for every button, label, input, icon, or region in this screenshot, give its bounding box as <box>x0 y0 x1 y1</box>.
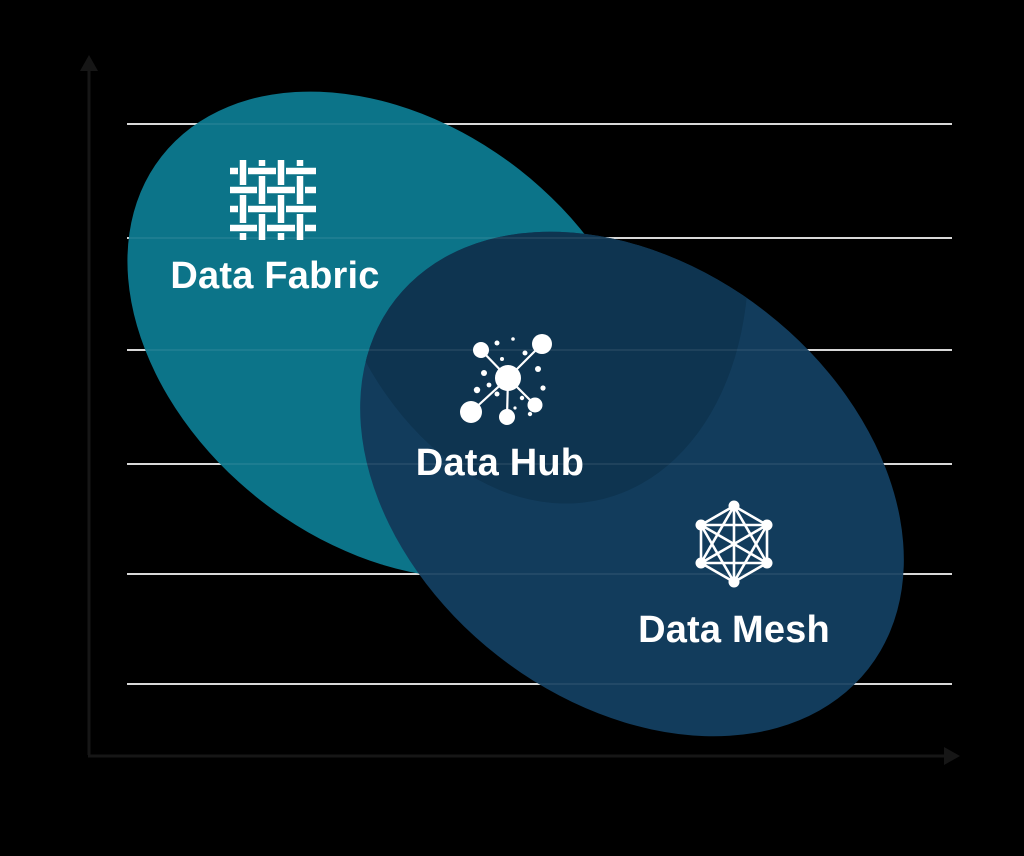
x-axis-arrow-icon <box>944 747 960 765</box>
hub-label: Data Hub <box>415 442 585 484</box>
mesh-network-icon <box>695 500 773 588</box>
y-axis-arrow-icon <box>80 55 98 71</box>
weave-icon <box>230 160 316 240</box>
hub-network-icon <box>460 334 552 425</box>
x-axis <box>88 747 960 765</box>
mesh-label: Data Mesh <box>638 609 830 651</box>
fabric-label: Data Fabric <box>170 255 380 297</box>
y-axis <box>80 55 98 755</box>
